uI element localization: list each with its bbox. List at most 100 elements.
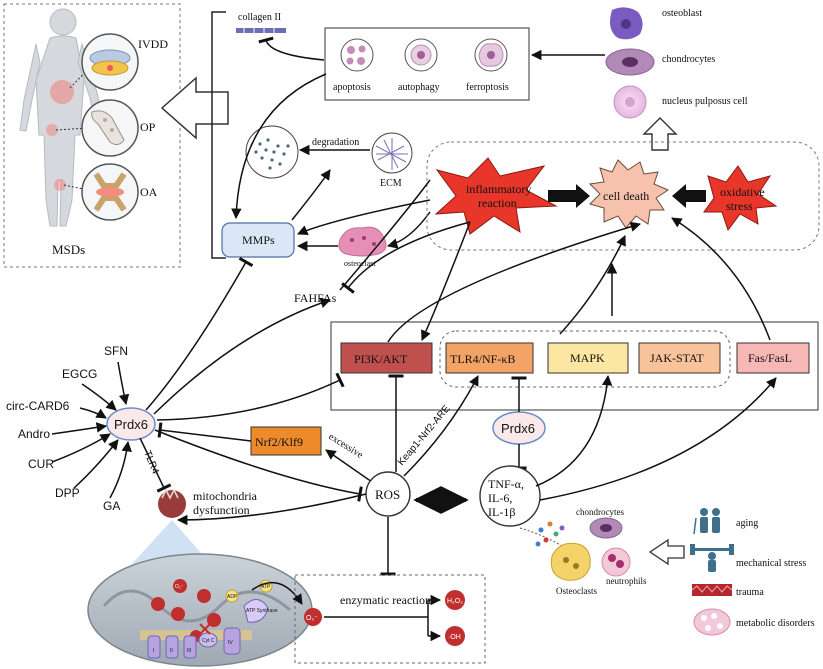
tlr4-nfkb-label: TLR4/NF-κB — [450, 352, 515, 366]
collagen-ii-label: collagen II — [238, 12, 281, 23]
knee-pain-spot — [54, 179, 66, 191]
apoptosis-label: apoptosis — [333, 82, 371, 93]
msds-panel-border — [3, 3, 181, 268]
complex-iii: III — [187, 648, 191, 654]
chondrocytes-icon — [605, 48, 655, 76]
prdx6-label: Prdx6 — [114, 417, 148, 432]
inflammation-to-osteoclast — [386, 211, 431, 249]
risk-metabolic-disorders: metabolic disorders — [736, 618, 815, 629]
regulator-sfn: SFN — [104, 344, 128, 358]
ecm-icon — [371, 132, 413, 174]
jak-stat-label: JAK-STAT — [650, 351, 704, 365]
complex-i: I — [153, 648, 154, 654]
regulator-circ-card6: circ-CARD6 — [6, 399, 70, 413]
oh-icon — [445, 626, 465, 646]
complex-ii: II — [170, 648, 173, 654]
nrf2-inhibits-prdx6 — [157, 422, 252, 442]
collagen-ii-stripes — [243, 28, 275, 33]
jak-stat-box — [638, 342, 721, 374]
cytokines-to-mapk — [535, 374, 613, 487]
regulator-cur: CUR — [28, 457, 54, 471]
nrf2-klf9-label: Nrf2/Klf9 — [255, 435, 303, 449]
pathways-box — [330, 321, 819, 411]
ivdd-image — [81, 33, 139, 91]
risk-trauma: trauma — [736, 587, 764, 598]
fahfas-inhibits-inflammation — [341, 221, 471, 294]
mapk-to-death — [559, 235, 626, 335]
collagen-ii-icon — [236, 28, 286, 33]
cytokines-to-fas — [539, 377, 777, 501]
fas-fasl-label: Fas/FasL — [748, 351, 792, 365]
death-forms-to-mmps — [231, 73, 327, 220]
ivdd-label: IVDD — [138, 37, 168, 51]
mito-to-enzymatic — [251, 581, 303, 605]
osteoclasts-label: Osteoclasts — [556, 586, 597, 596]
inflammation-to-mmps — [297, 199, 431, 236]
oxidative-label-2: stress — [726, 199, 753, 213]
mmps-box — [221, 222, 295, 258]
complex-iv: IV — [228, 640, 233, 646]
mapk-label: MAPK — [570, 351, 605, 365]
atp-synthase-label: ATP Synthase — [246, 608, 278, 614]
core-events-box — [426, 141, 820, 251]
osteoclast-label: osteoclast — [344, 259, 376, 268]
ferroptosis-icon — [474, 38, 508, 72]
tlr4-label: TLR4 — [141, 449, 161, 476]
pi3k-to-death — [387, 221, 642, 343]
ferroptosis-label: ferroptosis — [466, 82, 509, 93]
mmps-label: MMPs — [242, 233, 275, 247]
risk-mechanical-stress: mechanical stress — [736, 558, 806, 569]
prdx6-inhibits-mito — [139, 437, 172, 493]
to-msds-arrow — [160, 76, 229, 140]
pathways-inner-box — [439, 330, 731, 388]
regulator-dpp: DPP — [55, 486, 80, 500]
enzymatic-title: enzymatic reaction — [340, 593, 431, 607]
nucleus-pulposus-icon — [613, 85, 647, 119]
enzymatic-box — [294, 574, 486, 664]
mitochondrion-detail — [87, 553, 313, 667]
mmps-to-degradation — [291, 169, 331, 221]
prdx6-inhibits-ros — [154, 429, 363, 502]
autophagy-label: autophagy — [398, 82, 440, 93]
inflam-from-tlr4 — [421, 221, 471, 341]
cytokine-dots — [535, 521, 565, 547]
prdx6-inhibits-pi3k — [156, 372, 345, 421]
ros-to-mito — [176, 493, 367, 526]
nrf2-klf9-box — [250, 426, 322, 456]
oxidative-to-death-arrow — [672, 184, 706, 208]
pi3k-akt-label: PI3K/AKT — [354, 352, 408, 366]
prdx6-second-label: Prdx6 — [501, 421, 535, 436]
fas-fasl-box — [736, 342, 810, 374]
keap1-label: Keap1-Nrf2-ARE — [396, 403, 453, 468]
mito-small-icon — [158, 488, 186, 518]
prdx6-inhibits-mmps — [145, 256, 254, 411]
op-label: OP — [140, 120, 156, 134]
mapk-box — [547, 342, 629, 374]
cell-death-star — [588, 159, 670, 229]
mito-label-2: dysfunction — [193, 503, 250, 517]
trauma-icon — [691, 584, 733, 596]
oh-label: ·OH — [448, 634, 461, 641]
cyt-c: Cyt C — [202, 638, 215, 644]
oxidative-stress-star — [703, 165, 778, 232]
death-to-cells-arrow — [642, 117, 678, 151]
neutrophils-icon — [601, 547, 631, 577]
regulator-ga: GA — [103, 499, 120, 513]
prdx6-to-fahfas — [153, 298, 331, 415]
o2-radical-label: O₂⁻ — [306, 615, 318, 622]
tlr4-nfkb-box — [445, 342, 534, 374]
inflammatory-label-2: reaction — [478, 196, 517, 210]
risk-factors-arrow — [648, 538, 685, 566]
metabolic-disorders-icon — [693, 608, 731, 636]
cytokines-cells-link — [519, 527, 581, 561]
osteoblast-label: osteoblast — [662, 8, 702, 19]
cytokine-tnf: TNF-α, — [488, 477, 524, 491]
autophagy-icon — [404, 38, 438, 72]
excessive-label: excessive — [326, 431, 365, 461]
oa-image — [81, 163, 139, 221]
osteoblast-icon — [610, 7, 643, 40]
apoptosis-icon — [340, 38, 374, 72]
mechanical-stress-icon — [690, 544, 734, 572]
op-pointer — [55, 127, 89, 131]
inflammation-to-death-arrow — [548, 184, 590, 208]
